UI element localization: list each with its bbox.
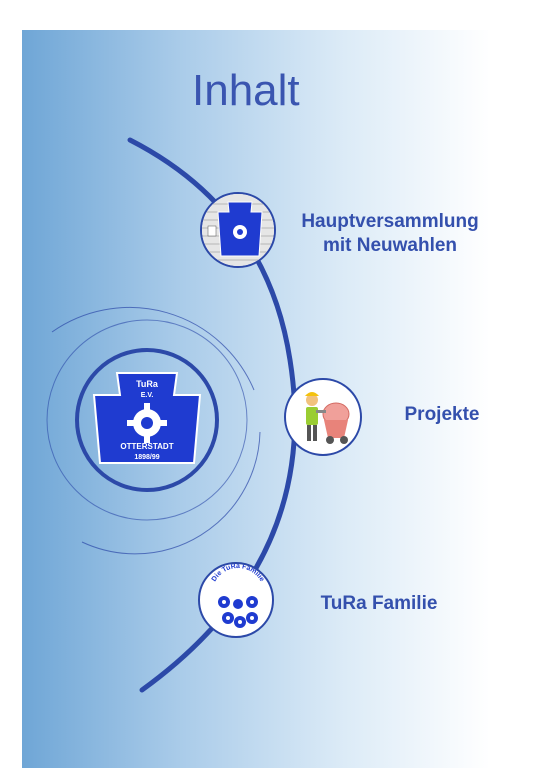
badge-line3: OTTERSTADT	[120, 442, 173, 451]
item-hauptversammlung-label[interactable]: Hauptversammlung mit Neuwahlen	[280, 210, 500, 258]
item-projekte-label[interactable]: Projekte	[404, 404, 480, 425]
club-badge-icon: TuRa E.V. OTTERSTADT 1898/99	[92, 372, 202, 464]
badge-line2: E.V.	[141, 392, 154, 399]
badge-line4: 1898/99	[134, 454, 159, 461]
svg-text:Die TuRa Familie: Die TuRa Familie	[211, 564, 266, 583]
item-hauptversammlung-line2: mit Neuwahlen	[322, 235, 458, 256]
middle-ring	[46, 319, 248, 521]
construction-worker-cement-mixer-icon	[305, 392, 350, 444]
content-slide: Inhalt TuRa E.V. OTTERSTADT 1898/99	[22, 30, 542, 768]
badge-line1: TuRa	[136, 379, 159, 389]
inner-ring	[75, 348, 219, 492]
item-projekte-node[interactable]	[284, 378, 362, 456]
item-hauptversammlung-node[interactable]	[200, 192, 276, 268]
outer-ring-arc-top	[51, 307, 255, 391]
item-tura-familie-node[interactable]: Die TuRa Familie	[198, 562, 274, 638]
page-title: Inhalt	[192, 66, 300, 115]
center-club-badge: TuRa E.V. OTTERSTADT 1898/99	[82, 365, 212, 475]
outer-ring-arc-bottom	[81, 431, 261, 555]
item-hauptversammlung-line1: Hauptversammlung	[301, 211, 479, 232]
club-badge-on-paper-icon	[202, 194, 274, 266]
item-tura-familie-label[interactable]: TuRa Familie	[320, 593, 438, 614]
family-logo-text: Die TuRa Familie	[211, 564, 266, 583]
tura-family-icon: Die TuRa Familie	[211, 564, 266, 628]
